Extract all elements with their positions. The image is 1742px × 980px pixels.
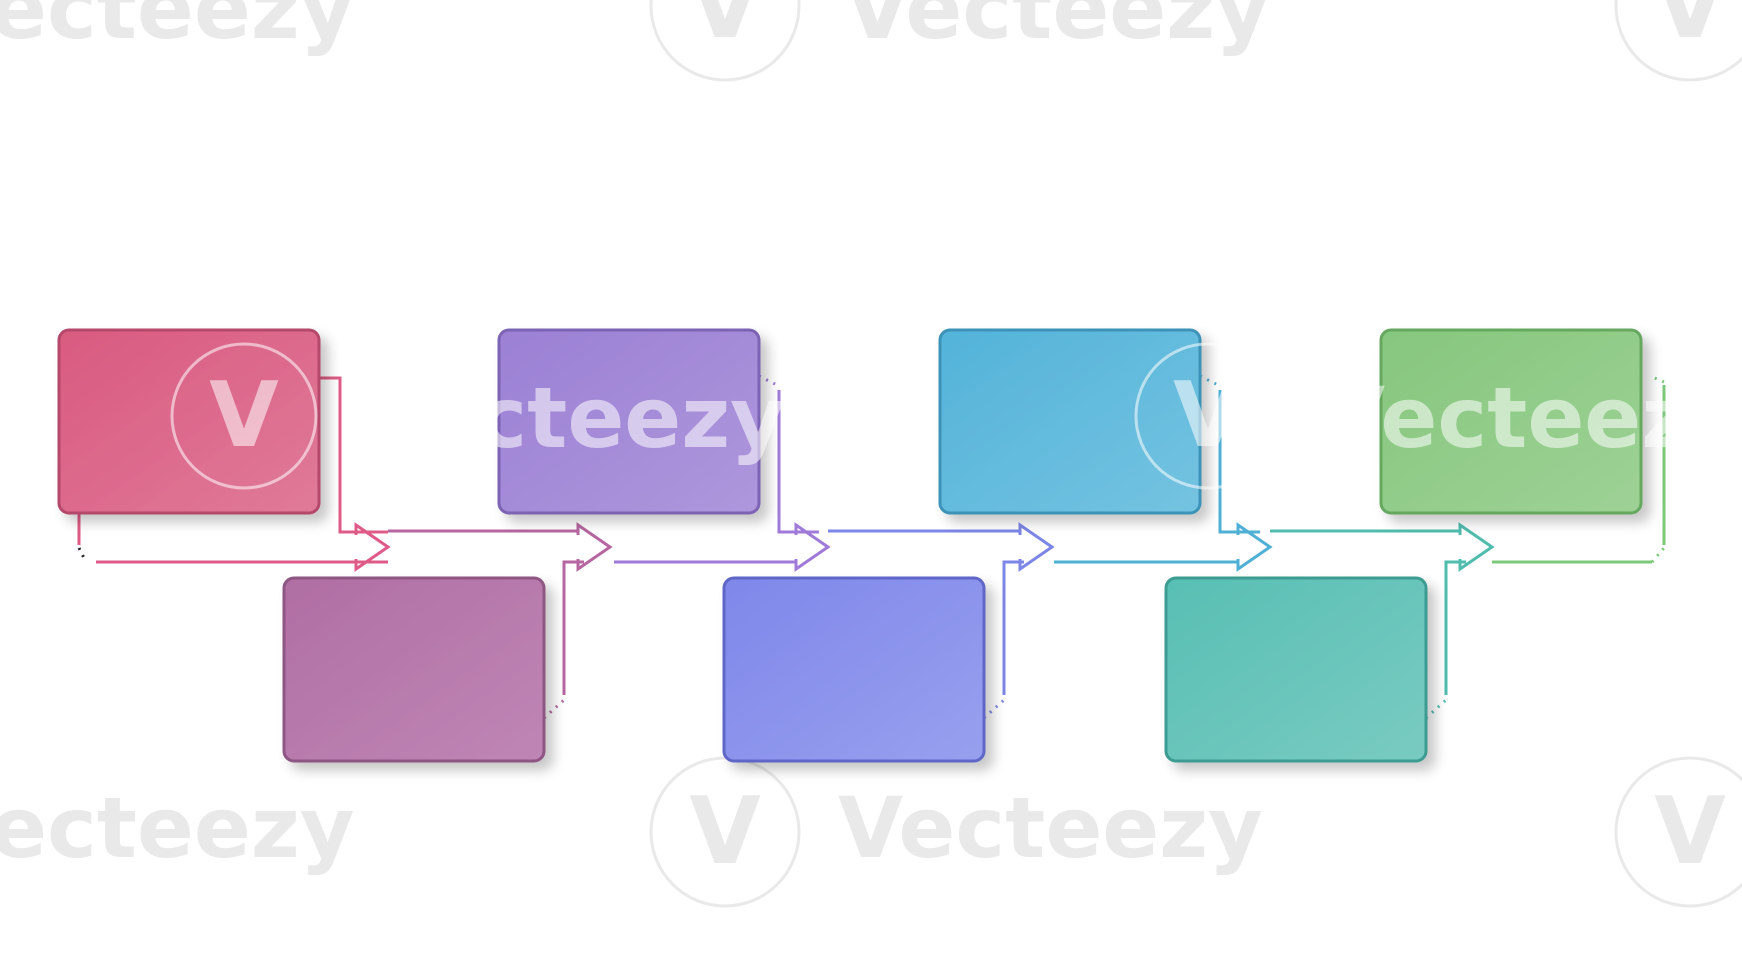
step-boxes-layer: [57, 328, 1643, 763]
watermark-overlay-layer: V Vecteezy V Vecteezy: [170, 342, 1742, 490]
watermark-logo-glyph: V: [689, 777, 761, 885]
watermark-logo-mid-left: V: [170, 342, 318, 490]
connector-4-dots: [982, 698, 1006, 720]
connector-2-rise: [562, 560, 584, 695]
arrow-2-head: [576, 522, 613, 572]
connector-4-rise: [1002, 560, 1024, 695]
arrow-4-head: [1018, 522, 1055, 572]
connectors-layer: [77, 374, 1666, 720]
connector-2-dots: [542, 698, 566, 720]
connector-1-dot: [77, 547, 88, 563]
process-box-6: [1164, 576, 1428, 763]
connector-1-arrowhead: [354, 522, 391, 572]
watermark-logo-glyph: V: [1654, 0, 1726, 59]
watermark-logo-mid-right: V: [1134, 342, 1282, 490]
watermark-text-top-center: Vecteezy: [845, 0, 1270, 58]
process-box-2: [282, 576, 546, 763]
connector-1-right-drop: [320, 376, 388, 534]
process-box-7: [1379, 328, 1643, 515]
connector-7-dots: [1650, 547, 1666, 563]
process-box-1: [57, 328, 321, 515]
watermark-text-mid-left: Vecteezy: [360, 369, 785, 467]
process-box-3: [497, 328, 761, 515]
watermark-text-top-left: ecteezy: [0, 0, 355, 58]
watermark-logo-bottom-right: V: [1614, 756, 1742, 908]
connector-6-rise: [1444, 560, 1466, 695]
watermark-text-bottom-left: ecteezy: [0, 779, 355, 877]
watermark-text-bottom-center: Vecteezy: [838, 779, 1263, 877]
watermark-logo-bottom-center: V: [649, 756, 801, 908]
arrow-3-head: [794, 522, 831, 572]
process-box-4: [722, 576, 986, 763]
watermark-logo-glyph: V: [1173, 363, 1243, 468]
connector-6-dots: [1424, 698, 1448, 720]
watermark-text-mid-right: Vecteezy: [1320, 369, 1742, 467]
watermark-logo-glyph: V: [689, 0, 761, 59]
process-box-5: [938, 328, 1202, 515]
watermark-logo-top-center: V: [649, 0, 801, 82]
arrow-6-head: [1458, 522, 1495, 572]
watermark-logo-top-right: V: [1614, 0, 1742, 82]
watermark-logo-glyph: V: [1654, 777, 1726, 885]
arrow-5-head: [1236, 522, 1273, 572]
connector-3-right-drop: [777, 390, 819, 534]
watermark-overlay: V Vecteezy V Vecteezy: [170, 342, 1742, 490]
watermark-logo-glyph: V: [209, 363, 279, 468]
